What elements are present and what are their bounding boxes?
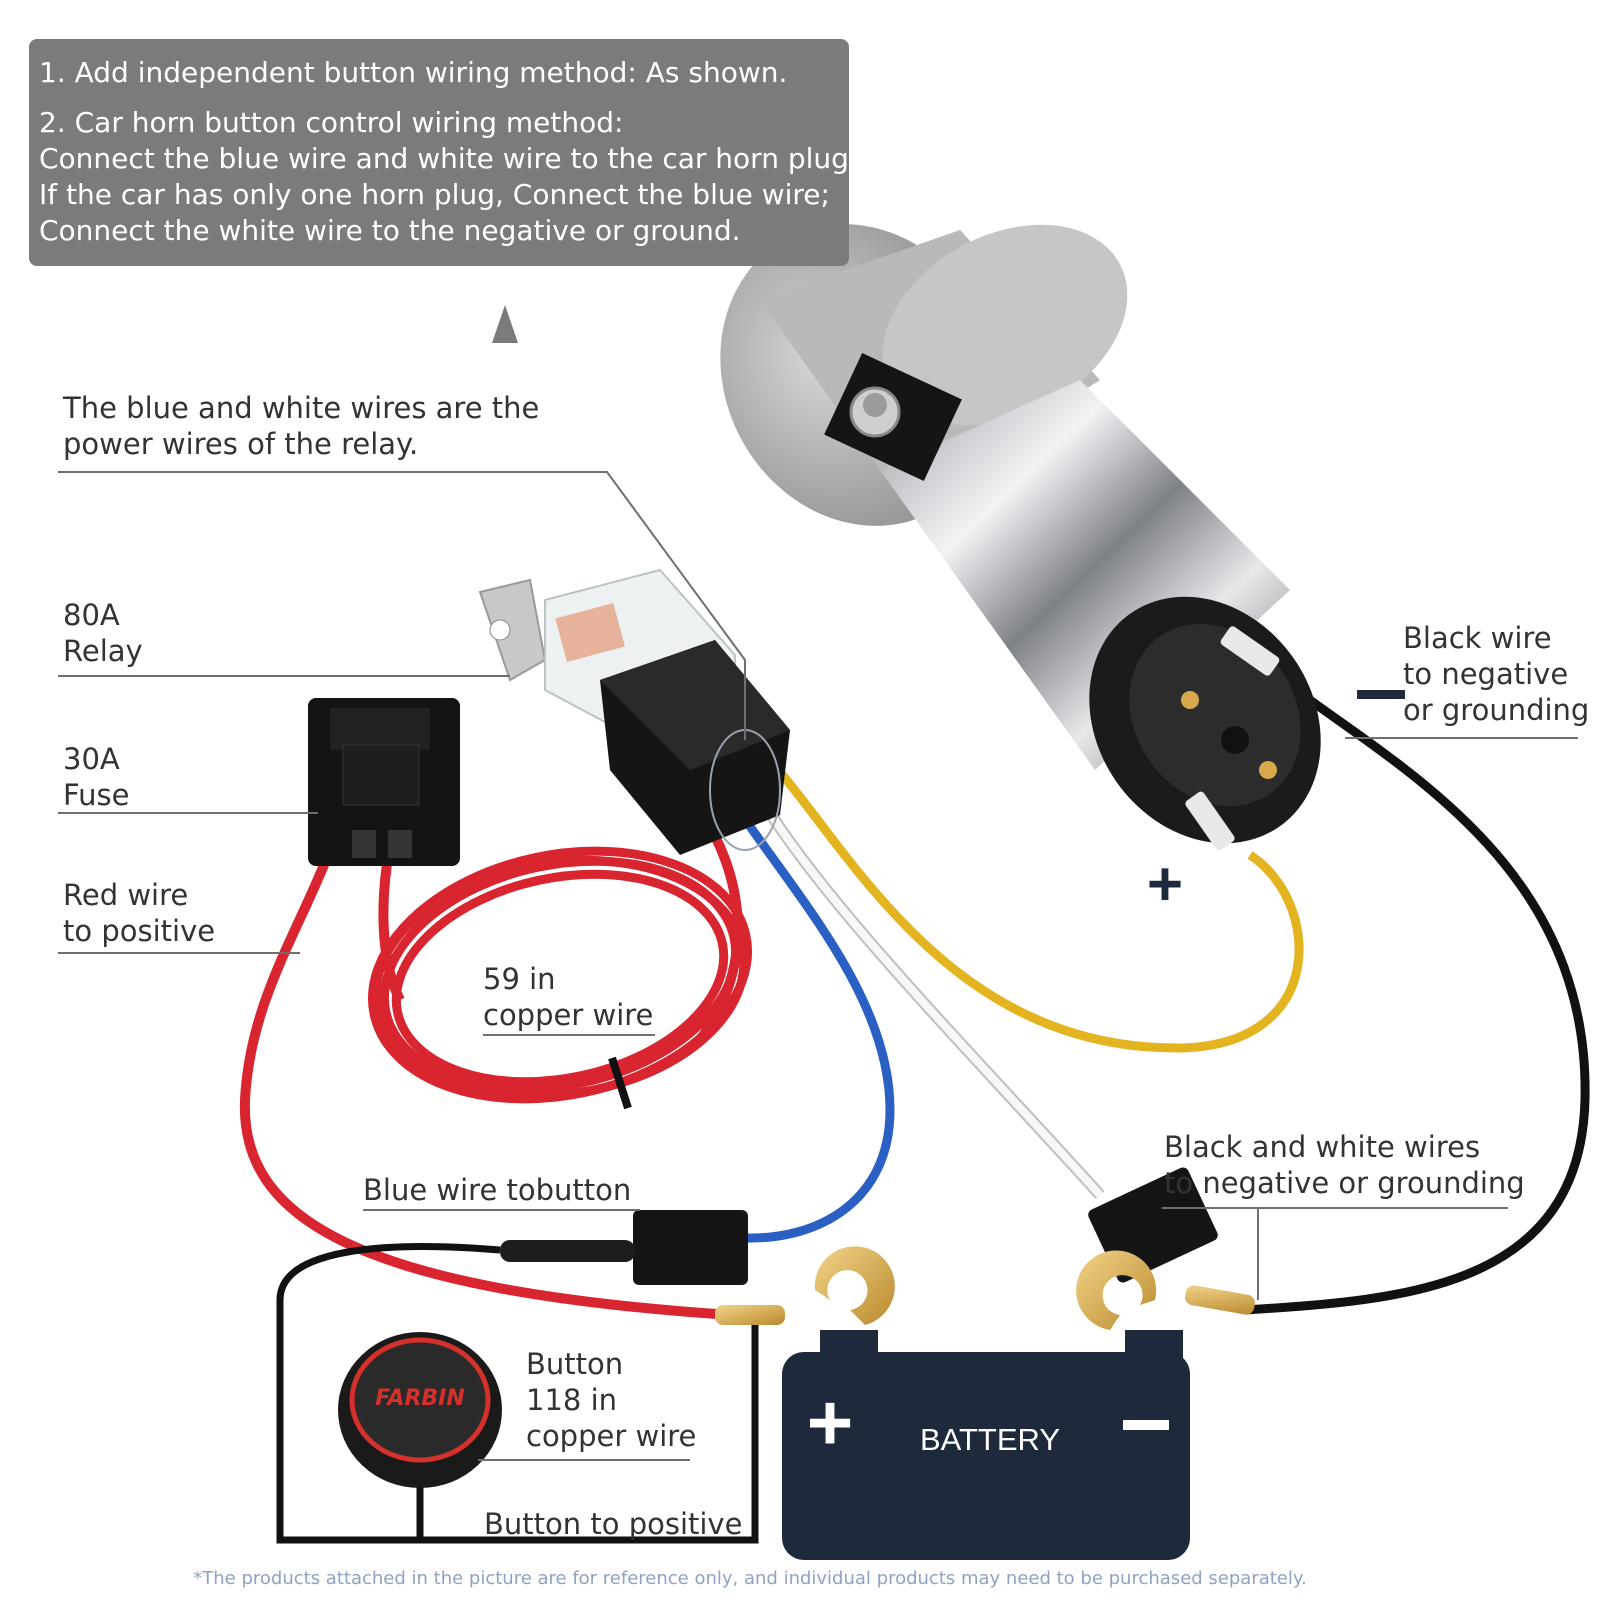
button-positive-label: Button to positive xyxy=(484,1507,743,1541)
button-wire xyxy=(276,1243,501,1544)
instruction-line-2: 2. Car horn button control wiring method… xyxy=(39,106,624,139)
horn-button: FARBIN xyxy=(338,1332,502,1488)
disclaimer-text: *The products attached in the picture ar… xyxy=(193,1568,1307,1589)
horn-compressor xyxy=(720,224,1321,851)
blue-wire-button-label: Blue wire tobutton xyxy=(363,1173,632,1207)
red-wire xyxy=(239,843,731,1320)
instruction-panel: 1. Add independent button wiring method:… xyxy=(29,39,858,266)
button-wire-positive xyxy=(416,1320,759,1544)
instruction-line-3: Connect the blue wire and white wire to … xyxy=(39,142,858,175)
button-brand-label: FARBIN xyxy=(375,1386,465,1411)
battery xyxy=(782,1330,1190,1560)
black-wire xyxy=(1244,696,1590,1315)
red-wire-coil xyxy=(367,846,753,1104)
instruction-line-5: Connect the white wire to the negative o… xyxy=(39,214,741,247)
instruction-line-4: If the car has only one horn plug, Conne… xyxy=(39,178,830,211)
relay-label: 80A Relay xyxy=(63,598,143,668)
blue-wire-connector xyxy=(633,1210,748,1285)
battery-negative-terminal xyxy=(1076,1250,1255,1330)
fuse-holder xyxy=(308,698,460,866)
blue-wire-plug xyxy=(500,1240,635,1262)
black-wire-label: Black wire to negative or grounding xyxy=(1403,621,1590,727)
wire-tie xyxy=(608,1056,632,1110)
button-copper-wire-label: Button 118 in copper wire xyxy=(526,1347,697,1453)
battery-plus-icon: + xyxy=(807,1378,854,1467)
horn-minus-icon xyxy=(1357,690,1405,699)
yellow-wire xyxy=(766,757,1304,1053)
battery-label: BATTERY xyxy=(919,1422,1061,1457)
copper-wire-59-label: 59 in copper wire xyxy=(483,962,654,1032)
relay xyxy=(478,568,790,855)
relay-power-label: The blue and white wires are the power w… xyxy=(63,391,540,461)
fuse-label: 30A Fuse xyxy=(63,742,130,812)
black-white-wires-label: Black and white wires to negative or gro… xyxy=(1164,1130,1525,1200)
instruction-line-1: 1. Add independent button wiring method:… xyxy=(39,56,788,89)
battery-minus-icon xyxy=(1123,1420,1169,1430)
blue-wire xyxy=(731,802,895,1243)
horn-plus-icon: + xyxy=(1147,850,1183,919)
arrow-up-icon xyxy=(492,305,518,343)
leader-lines xyxy=(58,471,1578,1461)
red-wire-label: Red wire to positive xyxy=(63,878,216,948)
battery-positive-terminal xyxy=(715,1246,895,1325)
white-wire-core xyxy=(741,768,1103,1198)
